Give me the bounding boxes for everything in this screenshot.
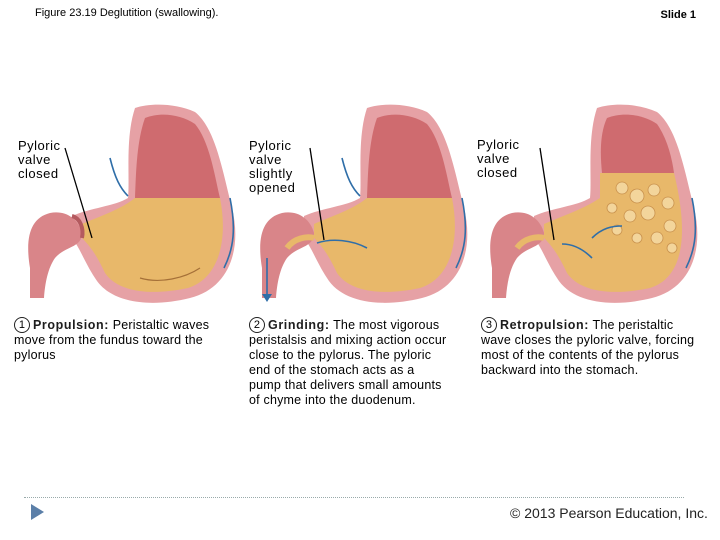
stomach-panel-2 bbox=[242, 98, 477, 310]
step-text-2: The most vigorous peristalsis and mixing… bbox=[249, 318, 447, 407]
step-number-1: 1 bbox=[14, 317, 30, 333]
step-number-2: 2 bbox=[249, 317, 265, 333]
valve-label-2: Pyloric valve slightly opened bbox=[249, 138, 296, 195]
step-text-3: The peristaltic wave closes the pyloric … bbox=[481, 318, 695, 377]
stomach-illustration-1 bbox=[28, 104, 236, 303]
copyright-notice: © 2013 Pearson Education, Inc. bbox=[510, 505, 708, 521]
step-name-2: Grinding: bbox=[268, 318, 330, 332]
slide-number: Slide 1 bbox=[660, 9, 696, 21]
figure-title: Figure 23.19 Deglutition (swallowing). bbox=[35, 7, 219, 19]
play-arrow-icon[interactable] bbox=[30, 503, 46, 521]
step-name-1: Propulsion: bbox=[33, 318, 110, 332]
stomach-panel-3 bbox=[472, 98, 707, 310]
step-name-3: Retropulsion: bbox=[500, 318, 590, 332]
stomach-illustration-2 bbox=[260, 104, 468, 303]
valve-label-3: Pyloric valve closed bbox=[477, 137, 520, 180]
stomach-illustration-3 bbox=[490, 104, 698, 303]
step-number-3: 3 bbox=[481, 317, 497, 333]
valve-label-1: Pyloric valve closed bbox=[18, 138, 61, 181]
stomach-panel-1 bbox=[10, 98, 245, 310]
step-text-1: Peristaltic waves move from the fundus t… bbox=[14, 318, 210, 362]
footer-divider bbox=[24, 497, 684, 498]
